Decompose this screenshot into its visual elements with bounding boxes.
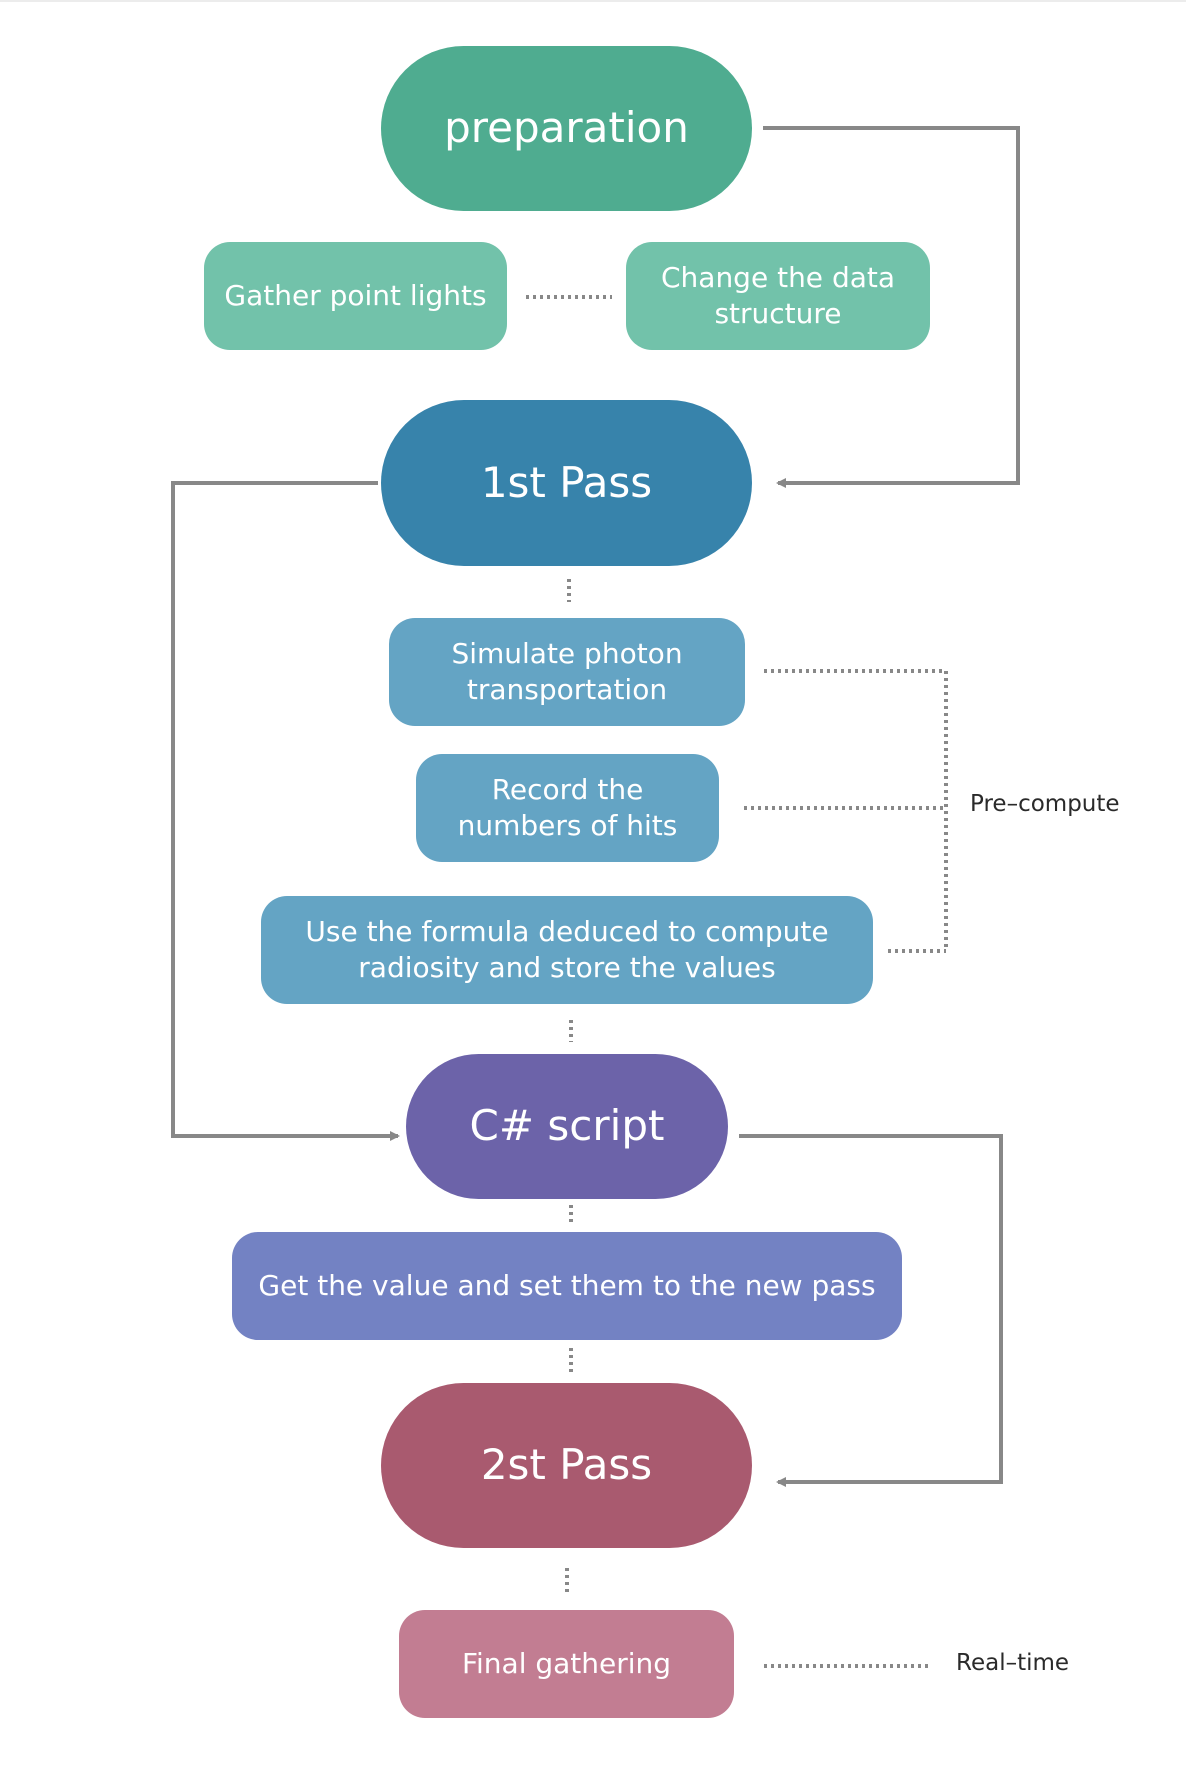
final-gathering-node: Final gathering <box>399 1610 734 1718</box>
use-formula-node: Use the formula deduced to compute radio… <box>261 896 873 1004</box>
pre-compute-label: Pre–compute <box>970 791 1120 817</box>
arrow-preparation-to-first-pass <box>763 126 1020 488</box>
change-data-structure-node: Change the data structure <box>626 242 930 350</box>
simulate-photon-node: Simulate photon transportation <box>389 618 745 726</box>
top-divider <box>0 0 1186 2</box>
second-pass-node: 2st Pass <box>381 1383 752 1548</box>
gather-point-lights-node: Gather point lights <box>204 242 507 350</box>
get-value-node: Get the value and set them to the new pa… <box>232 1232 902 1340</box>
real-time-label: Real–time <box>956 1650 1070 1676</box>
record-hits-node: Record the numbers of hits <box>416 754 719 862</box>
csharp-script-node: C# script <box>406 1054 728 1199</box>
arrow-csharp-script-to-second-pass <box>739 1134 1003 1487</box>
arrow-first-pass-to-csharp-script <box>171 481 400 1141</box>
preparation-node: preparation <box>381 46 752 211</box>
first-pass-node: 1st Pass <box>381 400 752 566</box>
